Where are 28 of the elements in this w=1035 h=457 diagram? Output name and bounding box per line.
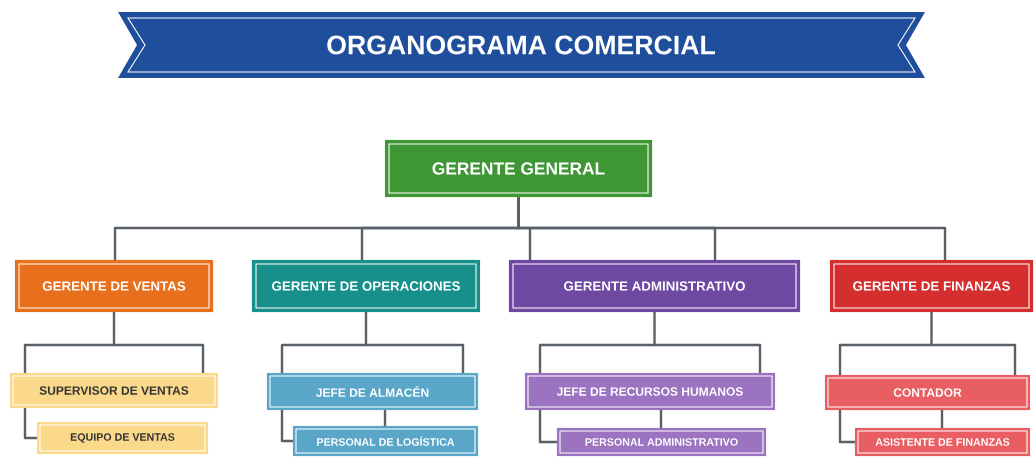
position-box: SUPERVISOR DE VENTAS [9, 372, 219, 409]
connector-line [517, 197, 947, 260]
department-box: GERENTE ADMINISTRATIVO [508, 259, 801, 313]
connector-line [280, 410, 293, 443]
title-banner: ORGANOGRAMA COMERCIAL [118, 12, 925, 78]
manager-box: GERENTE GENERAL [384, 139, 653, 198]
staff-box: EQUIPO DE VENTAS [36, 421, 209, 455]
connector-line [538, 312, 656, 373]
staff-box: PERSONAL ADMINISTRATIVO [556, 427, 767, 457]
staff-box: ASISTENTE DE FINANZAS [854, 427, 1031, 457]
connector-line [23, 312, 116, 373]
department-box: GERENTE DE FINANZAS [829, 259, 1034, 313]
department-box: GERENTE DE OPERACIONES [251, 259, 481, 313]
connector-line [932, 343, 1017, 375]
connector-line [366, 343, 465, 373]
position-box: JEFE DE ALMACÉN [266, 372, 479, 411]
connector-line [654, 343, 762, 373]
connector-line [280, 312, 368, 373]
connector-line [838, 410, 855, 444]
connector-line [114, 343, 205, 373]
connector-line [23, 408, 37, 440]
department-box: GERENTE DE VENTAS [14, 259, 214, 313]
connector-line [538, 410, 557, 444]
staff-box: PERSONAL DE LOGÍSTICA [292, 425, 479, 457]
position-box: CONTADOR [824, 374, 1031, 411]
connector-line [530, 226, 717, 260]
connector-line [838, 312, 933, 375]
position-box: JEFE DE RECURSOS HUMANOS [524, 372, 776, 411]
